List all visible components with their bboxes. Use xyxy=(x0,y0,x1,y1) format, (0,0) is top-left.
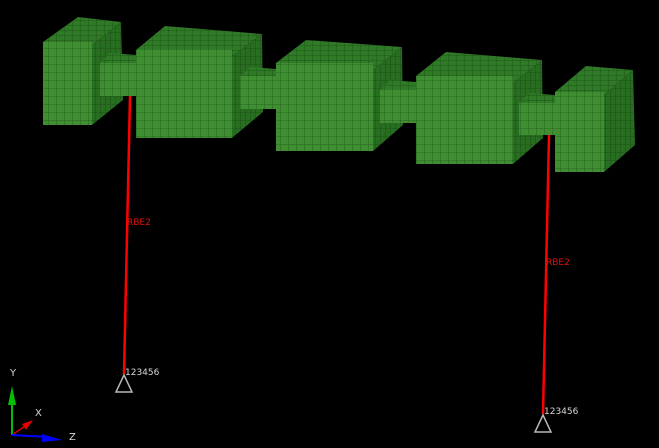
connector-2 xyxy=(240,67,280,109)
rbe2-left-line xyxy=(122,95,132,375)
constraint-right-dof-label: 123456 xyxy=(544,407,579,417)
constraint-right-icon xyxy=(533,413,553,433)
block-4 xyxy=(416,52,543,164)
block-2 xyxy=(136,26,263,138)
connector-3 xyxy=(380,80,420,123)
axis-x-label: X xyxy=(35,408,42,419)
axis-triad-icon xyxy=(8,386,62,442)
axis-z-label: Z xyxy=(69,432,76,443)
connector-1 xyxy=(100,53,140,96)
connector-4 xyxy=(519,93,559,135)
block-3 xyxy=(276,40,403,151)
rbe2-right-label: RBE2 xyxy=(546,258,570,268)
constraint-left-dof-label: 123456 xyxy=(125,368,160,378)
constraint-left-icon xyxy=(114,373,134,393)
block-5 xyxy=(555,66,635,172)
rbe2-right-line xyxy=(541,134,551,415)
rbe2-left-label: RBE2 xyxy=(127,218,151,228)
axis-y-label: Y xyxy=(10,368,17,379)
